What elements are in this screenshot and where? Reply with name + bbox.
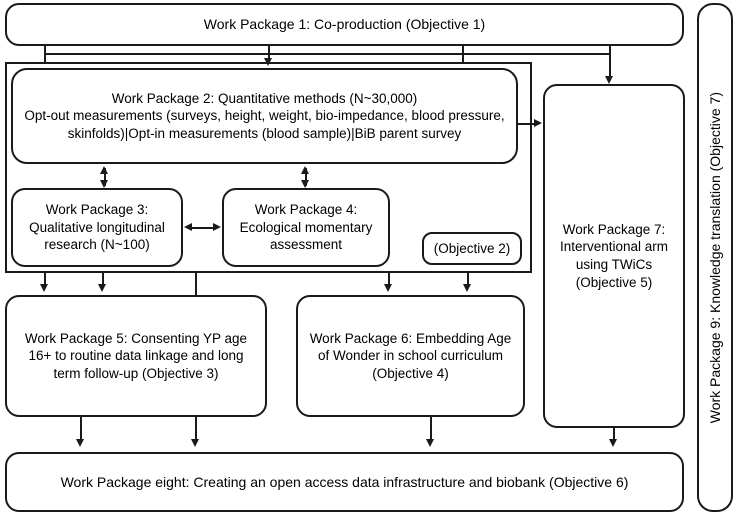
node-work-package-4-label: Work Package 4: Ecological momentary ass… <box>239 202 373 253</box>
arrow-wp1-to-wp2 <box>264 58 272 66</box>
arrow-group-to-wp8 <box>191 439 199 447</box>
arrow-wp5-to-wp8 <box>76 439 84 447</box>
node-work-package-8-label: Work Package eight: Creating an open acc… <box>60 473 629 490</box>
node-work-package-9-label: Work Package 9: Knowledge translation (O… <box>706 91 723 424</box>
arrow-wp4-to-wp3 <box>184 223 192 231</box>
arrow-wp4-to-wp2 <box>301 166 309 174</box>
connector-group-to-wp6-b-line <box>467 273 469 286</box>
node-work-package-7-label: Work Package 7: Interventional arm using… <box>559 221 669 290</box>
arrow-group-to-wp5-a <box>40 284 48 292</box>
arrow-group-to-wp6-b <box>463 284 471 292</box>
arrow-wp6-to-wp8 <box>426 439 434 447</box>
node-work-package-1[interactable]: Work Package 1: Co-production (Objective… <box>5 3 684 46</box>
node-work-package-3-label: Work Package 3: Qualitative longitudinal… <box>29 202 165 253</box>
connector-wp1-bus <box>45 53 610 55</box>
node-work-package-4[interactable]: Work Package 4: Ecological momentary ass… <box>222 188 390 267</box>
node-work-package-7[interactable]: Work Package 7: Interventional arm using… <box>543 84 685 428</box>
node-work-package-2-text: Work Package 2: Quantitative methods (N~… <box>21 90 508 143</box>
connector-wp3-wp4-line <box>188 227 216 229</box>
node-work-package-3[interactable]: Work Package 3: Qualitative longitudinal… <box>11 188 183 267</box>
node-work-package-8[interactable]: Work Package eight: Creating an open acc… <box>5 452 684 512</box>
connector-group-to-wp6-a-line <box>388 273 390 286</box>
connector-wp2-wp4-line <box>305 168 307 186</box>
node-work-package-6-label: Work Package 6: Embedding Age of Wonder … <box>309 330 512 381</box>
arrow-wp2-to-wp7 <box>534 119 542 127</box>
arrow-wp2-to-wp3 <box>100 180 108 188</box>
node-work-package-1-label: Work Package 1: Co-production (Objective… <box>203 16 486 33</box>
connector-wp7-to-wp8-line <box>613 428 615 441</box>
arrow-wp3-to-wp4 <box>213 223 221 231</box>
connector-group-to-wp5-b-line <box>102 273 104 286</box>
connector-wp1-to-group-right <box>462 46 464 64</box>
node-work-package-6[interactable]: Work Package 6: Embedding Age of Wonder … <box>296 295 525 417</box>
arrow-group-to-wp5-b <box>98 284 106 292</box>
node-objective-2[interactable]: (Objective 2) <box>422 232 522 265</box>
connector-wp1-to-group-left <box>44 46 46 64</box>
connector-wp1-to-wp2-line <box>268 46 270 60</box>
arrow-wp3-to-wp2 <box>100 166 108 174</box>
node-work-package-5[interactable]: Work Package 5: Consenting YP age 16+ to… <box>5 295 267 417</box>
node-work-package-5-label: Work Package 5: Consenting YP age 16+ to… <box>24 330 248 381</box>
arrow-group-to-wp6-a <box>384 284 392 292</box>
node-work-package-2[interactable]: Work Package 2: Quantitative methods (N~… <box>11 68 518 164</box>
arrow-wp2-to-wp4 <box>301 180 309 188</box>
connector-wp2-to-wp7-line <box>505 123 537 125</box>
arrow-wp1-to-wp7 <box>605 76 613 84</box>
arrow-wp7-to-wp8 <box>609 439 617 447</box>
node-work-package-2-line2: Opt-out measurements (surveys, height, w… <box>24 108 505 141</box>
connector-wp2-wp3-line <box>104 168 106 186</box>
connector-group-to-wp5-a-line <box>44 273 46 286</box>
connector-wp5-to-wp8-line <box>80 417 82 441</box>
connector-wp6-to-wp8-line <box>430 417 432 441</box>
node-work-package-2-line1: Work Package 2: Quantitative methods (N~… <box>111 90 418 106</box>
node-work-package-9[interactable]: Work Package 9: Knowledge translation (O… <box>697 3 733 512</box>
connector-wp1-to-wp7-line <box>609 46 611 78</box>
node-objective-2-label: (Objective 2) <box>433 240 511 256</box>
